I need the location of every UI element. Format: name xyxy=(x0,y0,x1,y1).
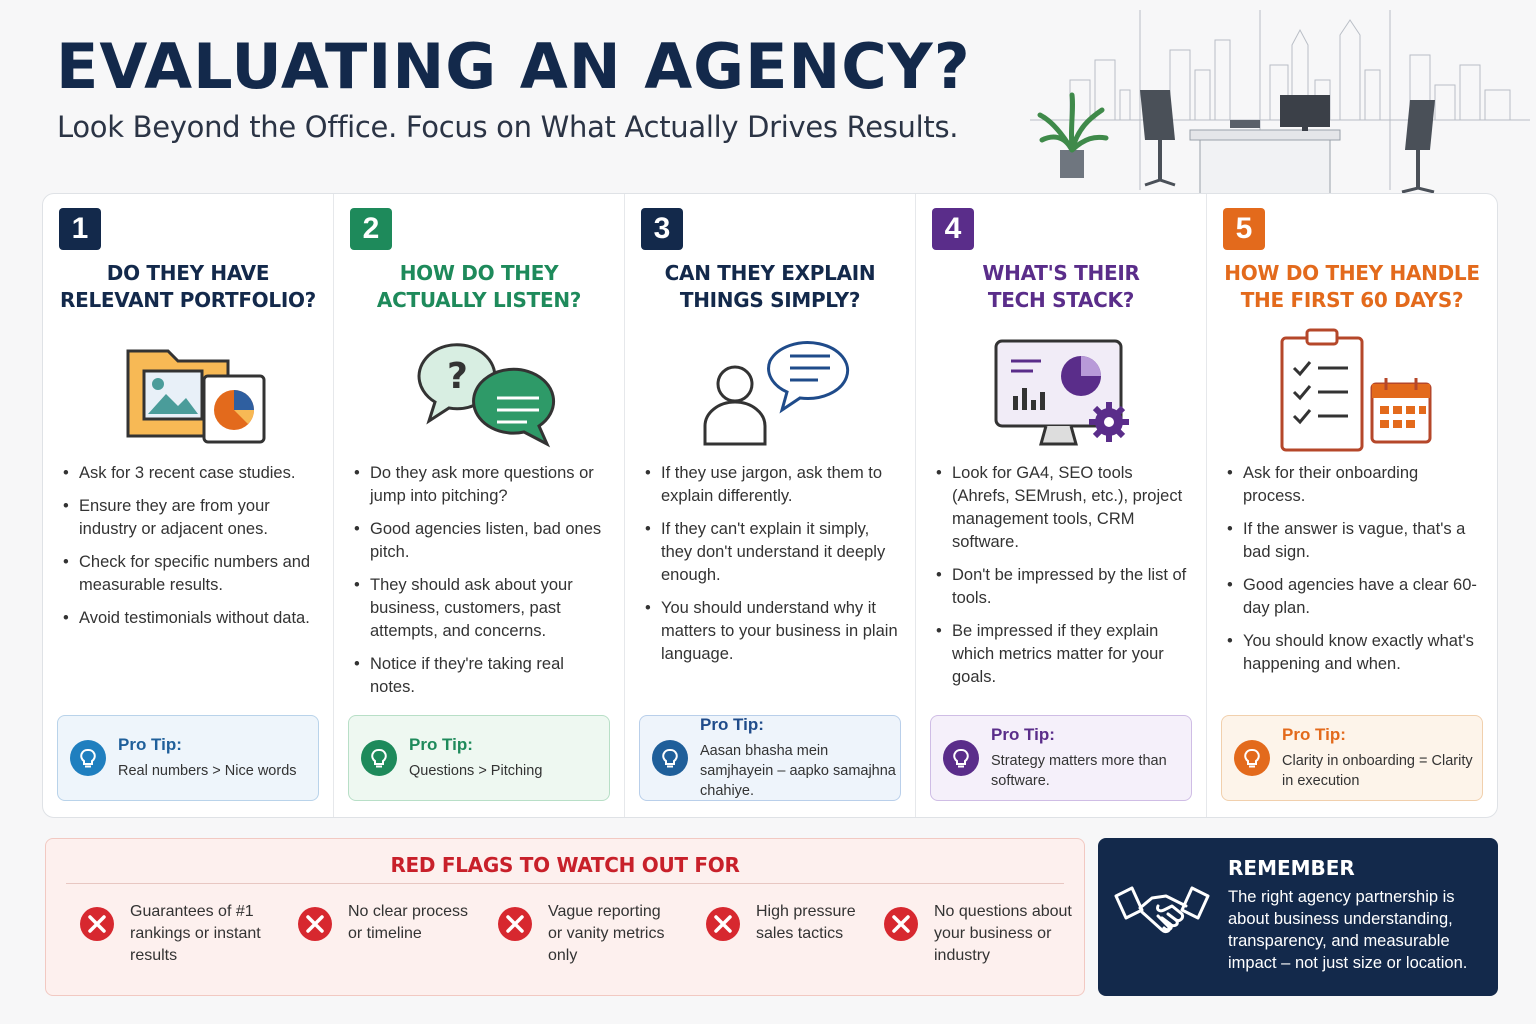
bullet-list: Ask for 3 recent case studies. Ensure th… xyxy=(63,462,319,640)
step-number-badge: 1 xyxy=(59,208,101,250)
page-title: EVALUATING AN AGENCY? xyxy=(56,30,971,103)
office-skyline-illustration xyxy=(1030,10,1530,196)
red-x-icon xyxy=(706,907,740,941)
red-x-icon xyxy=(498,907,532,941)
bullet-list: If they use jargon, ask them to explain … xyxy=(645,462,901,676)
red-flags-title: RED FLAGS TO WATCH OUT FOR xyxy=(390,853,740,877)
red-flag-item: No clear process or timeline xyxy=(296,901,476,945)
lightbulb-icon xyxy=(1234,740,1270,776)
remember-body: The right agency partnership is about bu… xyxy=(1228,888,1468,972)
lightbulb-icon xyxy=(70,740,106,776)
plant-icon xyxy=(1037,92,1109,178)
red-flags-panel: RED FLAGS TO WATCH OUT FOR Guarantees of… xyxy=(45,838,1085,996)
red-flag-item: No questions about your business or indu… xyxy=(882,901,1082,967)
red-flag-item: Guarantees of #1 rankings or instant res… xyxy=(78,901,268,967)
pro-tip-box: Pro Tip: Clarity in onboarding = Clarity… xyxy=(1221,715,1483,801)
red-x-icon xyxy=(80,907,114,941)
svg-text:?: ? xyxy=(447,356,468,397)
bullet-list: Look for GA4, SEO tools (Ahrefs, SEMrush… xyxy=(936,462,1192,699)
bullet-list: Do they ask more questions or jump into … xyxy=(354,462,610,709)
pro-tip-box: Pro Tip: Real numbers > Nice words xyxy=(57,715,319,801)
clipboard-calendar-icon xyxy=(1280,328,1432,452)
pro-tip-box: Pro Tip: Strategy matters more than soft… xyxy=(930,715,1192,801)
divider xyxy=(66,883,1064,884)
step-number-badge: 2 xyxy=(350,208,392,250)
pro-tip-box: Pro Tip: Aasan bhasha mein samjhayein – … xyxy=(639,715,901,801)
bullet-list: Ask for their onboarding process. If the… xyxy=(1227,462,1483,686)
chat-bubbles-icon: ? xyxy=(417,343,556,448)
lightbulb-icon xyxy=(361,740,397,776)
monitor-gear-icon xyxy=(994,339,1129,446)
portfolio-folder-icon xyxy=(126,349,266,444)
pro-tip-box: Pro Tip: Questions > Pitching xyxy=(348,715,610,801)
step-number-badge: 5 xyxy=(1223,208,1265,250)
page-subtitle: Look Beyond the Office. Focus on What Ac… xyxy=(57,110,959,144)
remember-panel: REMEMBER The right agency partnership is… xyxy=(1098,838,1498,996)
step-number-badge: 4 xyxy=(932,208,974,250)
red-x-icon xyxy=(298,907,332,941)
remember-title: REMEMBER xyxy=(1228,856,1355,880)
lightbulb-icon xyxy=(943,740,979,776)
red-flag-item: High pressure sales tactics xyxy=(704,901,884,945)
handshake-icon xyxy=(1114,886,1210,934)
red-flag-item: Vague reporting or vanity metrics only xyxy=(496,901,686,967)
red-x-icon xyxy=(884,907,918,941)
lightbulb-icon xyxy=(652,740,688,776)
step-number-badge: 3 xyxy=(641,208,683,250)
person-speech-icon xyxy=(703,341,850,446)
